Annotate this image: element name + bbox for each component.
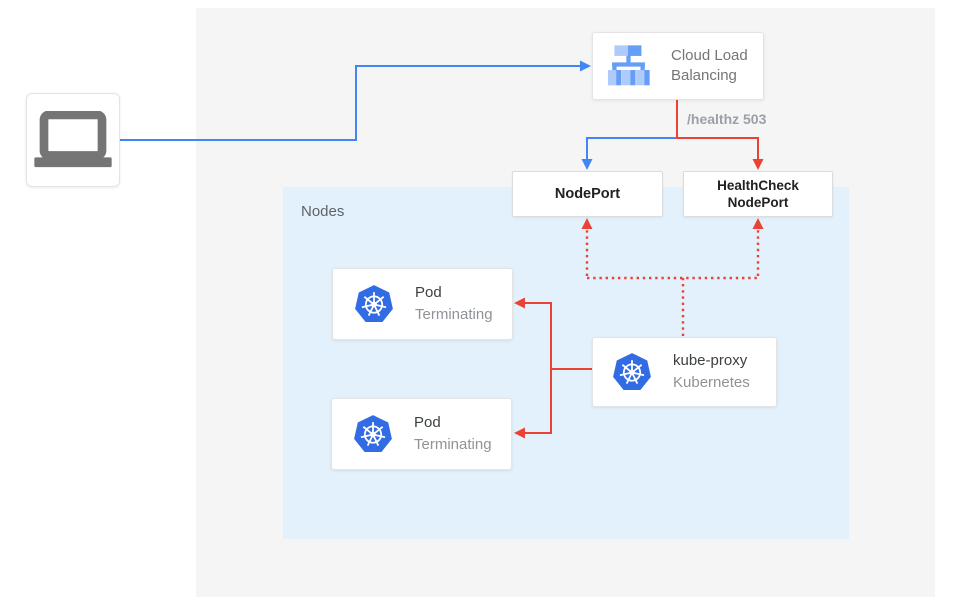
nodeport-node: NodePort — [512, 171, 663, 217]
pod-terminating-node-1: Pod Terminating — [332, 268, 513, 340]
pod-title: Pod — [415, 284, 442, 301]
cloud-load-balancing-label-line1: Cloud Load — [671, 47, 748, 64]
pod-text: Pod Terminating — [415, 282, 493, 326]
cloud-load-balancing-label: Cloud Load Balancing — [671, 46, 748, 86]
kubernetes-icon — [613, 353, 651, 391]
pod-terminating-node-2: Pod Terminating — [331, 398, 512, 470]
pod-text: Pod Terminating — [414, 412, 492, 456]
cloud-load-balancing-node: Cloud Load Balancing — [592, 32, 764, 100]
laptop-icon — [34, 111, 112, 168]
healthcheck-nodeport-node: HealthCheck NodePort — [683, 171, 833, 217]
kubernetes-icon — [354, 415, 392, 453]
kube-proxy-title: kube-proxy — [673, 352, 748, 369]
pod-title: Pod — [414, 414, 441, 431]
healthcheck-nodeport-label-line1: HealthCheck — [717, 178, 799, 193]
kube-proxy-subtitle: Kubernetes — [673, 374, 750, 391]
pod-status: Terminating — [415, 306, 493, 323]
pod-status: Terminating — [414, 436, 492, 453]
nodeport-label: NodePort — [554, 186, 621, 202]
client-node — [26, 93, 120, 187]
cloud-load-balancing-label-line2: Balancing — [671, 67, 737, 84]
cloud-load-balancing-icon — [607, 44, 650, 85]
kube-proxy-text: kube-proxy Kubernetes — [673, 350, 750, 394]
healthz-503-annotation: /healthz 503 — [687, 111, 767, 127]
nodes-panel-label: Nodes — [301, 203, 345, 220]
healthcheck-nodeport-label-line2: NodePort — [727, 195, 789, 210]
kube-proxy-node: kube-proxy Kubernetes — [592, 337, 777, 407]
kubernetes-icon — [355, 285, 393, 323]
